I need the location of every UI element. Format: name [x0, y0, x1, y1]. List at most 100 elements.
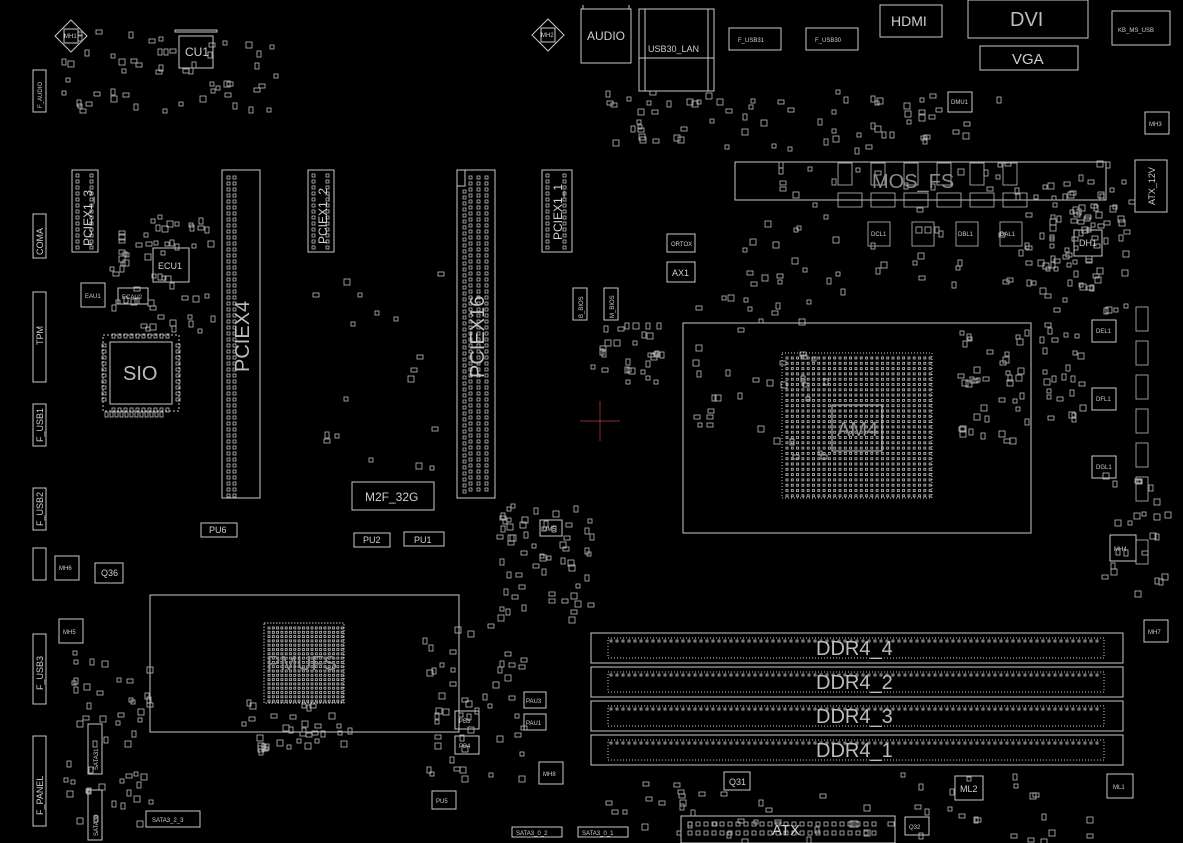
sata3-2-3-connector[interactable] — [145, 810, 201, 828]
ddr4-1-slot[interactable] — [590, 734, 1124, 766]
b-bios-chip[interactable] — [572, 287, 588, 321]
socket-pin — [801, 372, 805, 376]
passive — [952, 129, 960, 135]
com-header[interactable] — [32, 213, 47, 259]
ml1-chip[interactable] — [1106, 773, 1134, 799]
eau1-chip[interactable] — [80, 282, 106, 308]
passive — [140, 323, 148, 329]
pciex1-2-slot[interactable] — [307, 169, 335, 253]
mh8-footprint[interactable] — [538, 761, 564, 785]
pu5-chip[interactable] — [431, 790, 457, 810]
socket-pin — [865, 441, 868, 445]
pu6-chip[interactable] — [200, 522, 238, 538]
socket-pin — [785, 489, 789, 492]
sata3-0-1-connector[interactable] — [577, 826, 629, 838]
ecau2-chip[interactable] — [117, 287, 149, 305]
ax1-crystal[interactable] — [666, 261, 696, 283]
passive — [802, 267, 808, 273]
ddr4-4-slot[interactable] — [590, 632, 1124, 664]
slot-pin — [232, 451, 237, 456]
ddr4-2-slot[interactable] — [590, 666, 1124, 698]
slot-pin — [484, 373, 489, 378]
socket-pin — [822, 361, 826, 365]
socket-pin — [865, 356, 868, 360]
vga-connector[interactable] — [979, 45, 1079, 71]
pciex1-3-slot[interactable] — [71, 169, 99, 253]
passive — [428, 644, 434, 652]
atx-pin — [767, 830, 773, 836]
socket-pin — [812, 393, 815, 397]
pb3-chip[interactable] — [454, 710, 480, 730]
dimm-pin — [675, 673, 679, 677]
pb4-chip[interactable] — [454, 735, 480, 755]
ortox-crystal[interactable] — [666, 233, 696, 253]
atx-pin — [799, 821, 805, 827]
f-usb30-header[interactable] — [805, 27, 859, 51]
socket-pin — [833, 367, 837, 371]
socket-pin — [785, 388, 789, 392]
dvi-connector[interactable] — [967, 0, 1089, 39]
mh2-footprint[interactable] — [531, 18, 565, 52]
q32-chip[interactable] — [904, 816, 930, 836]
pu2-chip[interactable] — [353, 532, 391, 548]
socket-pin — [854, 398, 858, 402]
sata3-0-2-connector[interactable] — [511, 826, 563, 838]
pciex1-1-slot[interactable] — [541, 169, 573, 253]
f-usb3-header[interactable] — [32, 633, 47, 705]
atx-pin — [727, 830, 733, 836]
passive — [870, 122, 876, 130]
mh7-footprint[interactable] — [1143, 619, 1169, 643]
f-usb1-header[interactable] — [32, 403, 47, 447]
dfl1-chip[interactable] — [1091, 387, 1117, 411]
dimm-pin — [1017, 639, 1021, 643]
slot-pin — [476, 193, 481, 198]
mh6-footprint[interactable] — [54, 555, 80, 581]
left-header-small[interactable] — [32, 547, 47, 581]
audio-connector[interactable] — [580, 5, 632, 64]
atx-connector[interactable] — [680, 815, 896, 843]
ddr4-3-slot[interactable] — [590, 700, 1124, 732]
m-bios-chip[interactable] — [603, 287, 619, 321]
f-audio-label: F_AUDIO — [38, 82, 44, 108]
atx-12v-connector[interactable] — [1134, 159, 1168, 213]
del1-chip[interactable] — [1091, 319, 1117, 343]
passive — [959, 430, 967, 438]
chip-pin — [101, 391, 107, 396]
socket-pin — [843, 457, 847, 461]
bga-ball — [323, 661, 327, 664]
dgl1-chip[interactable] — [1091, 455, 1117, 479]
passive — [903, 182, 909, 190]
mh3-footprint[interactable] — [1144, 111, 1170, 135]
um5-chip[interactable] — [539, 519, 563, 537]
slot-pin — [462, 285, 467, 290]
tpm-header[interactable] — [32, 291, 47, 383]
kb-ms-usb-connector[interactable] — [1111, 10, 1171, 46]
usb30-lan-connector[interactable] — [638, 8, 715, 92]
pau1-label: PAU1 — [526, 721, 542, 727]
passive — [189, 224, 195, 232]
m2f-slot[interactable] — [351, 481, 435, 511]
pciex4-slot[interactable] — [221, 169, 261, 499]
f-usb2-header[interactable] — [32, 487, 47, 531]
mh5-footprint[interactable] — [58, 618, 84, 644]
sata31-connector[interactable] — [87, 723, 103, 775]
f-usb31-header[interactable] — [728, 27, 782, 51]
slot-pin — [89, 197, 94, 202]
dmu1-chip[interactable] — [947, 91, 973, 113]
hdmi-connector[interactable] — [879, 4, 943, 38]
passive — [806, 836, 812, 843]
mos-fs-array[interactable] — [734, 161, 1107, 201]
pu3-chip[interactable] — [523, 691, 547, 709]
sata30-connector[interactable] — [87, 789, 103, 841]
pciex16-slot[interactable] — [456, 169, 496, 499]
f-audio-header[interactable] — [32, 69, 47, 113]
sio-chip[interactable] — [102, 334, 180, 412]
q36-chip[interactable] — [94, 562, 124, 584]
ml2-chip[interactable] — [954, 775, 984, 801]
pu4-chip[interactable] — [523, 713, 547, 731]
dimm-pin — [675, 741, 679, 745]
slot-pin — [226, 391, 231, 396]
pu1-chip[interactable] — [403, 531, 445, 547]
q31-chip[interactable] — [723, 771, 751, 791]
f-panel-header[interactable] — [32, 735, 47, 827]
